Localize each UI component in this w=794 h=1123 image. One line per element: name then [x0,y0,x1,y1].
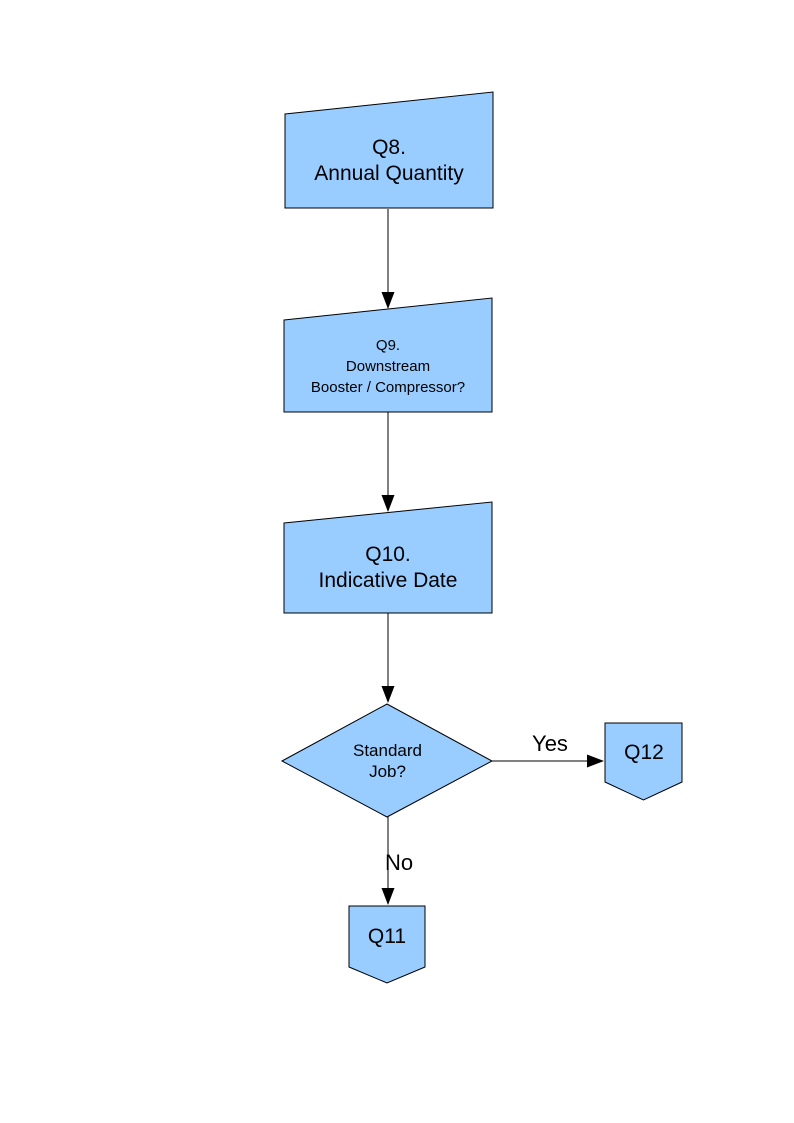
q9-label-line2: Downstream [345,357,431,375]
q11-node-label: Q11 [349,906,425,968]
q11-label-text: Q11 [367,925,407,948]
q8-label-line2: Annual Quantity [314,162,464,185]
q8-node-label: Q8. Annual Quantity [285,114,493,208]
decision-label-line1: Standard [353,740,422,760]
no-label-text: No [385,850,414,875]
q9-node-shape [283,297,493,413]
decision-label-line2: Job? [369,761,406,781]
q9-label-line1: Q9. [375,336,401,354]
q12-offpage-connector-shape [604,722,683,801]
q10-node-label: Q10. Indicative Date [284,523,492,613]
yes-label-text: Yes [532,731,568,756]
q9-label-line3: Booster / Compressor? [310,378,466,396]
q10-label-line1: Q10. [365,543,411,566]
yes-edge-label: Yes [512,732,588,756]
q12-node-label: Q12 [605,723,683,783]
decision-node-label: Standard Job? [287,704,488,817]
q10-node-shape [283,501,493,614]
q11-offpage-connector-shape [348,905,426,984]
q8-label-line1: Q8. [372,136,406,159]
q9-node-label: Q9. Downstream Booster / Compressor? [284,320,492,412]
q12-label-text: Q12 [624,741,664,764]
q10-label-line2: Indicative Date [318,569,458,592]
q8-node-shape [284,91,494,209]
no-edge-label: No [385,851,445,875]
